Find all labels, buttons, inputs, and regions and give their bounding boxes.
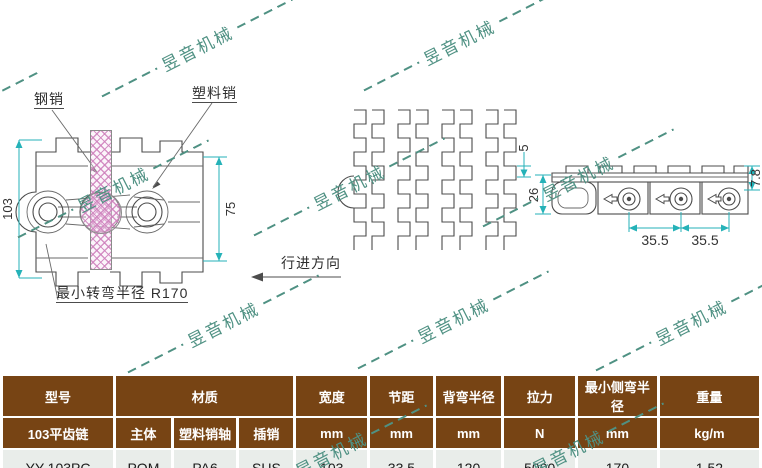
watermark-line-fragment — [0, 71, 39, 99]
watermark: 昱音机械 — [358, 0, 560, 101]
watermark-dash-icon — [357, 339, 414, 369]
watermark-dash-icon — [101, 67, 158, 97]
watermark-dash-icon — [127, 343, 184, 373]
watermark-dash-icon — [236, 0, 293, 28]
value-min-side: 170 — [578, 450, 657, 468]
unit-width: mm — [296, 418, 368, 448]
unit-pitch: mm — [370, 418, 433, 448]
dim-103: 103 — [0, 198, 15, 220]
subheader-pin: 插销 — [239, 418, 294, 448]
watermark: 昱音机械 — [12, 129, 214, 248]
table-header-row-1: 型号 材质 宽度 节距 背弯半径 拉力 最小侧弯半径 重量 — [3, 376, 759, 416]
value-weight: 1.52 — [659, 450, 759, 468]
table-data-row: YY-103PC POM PA6 SUS 103 33.5 120 5000 1… — [3, 450, 759, 468]
value-tension: 5000 — [504, 450, 576, 468]
watermark-dash-icon — [730, 272, 762, 302]
value-plastic-pin: PA6 — [173, 450, 237, 468]
watermark-text: 昱音机械 — [414, 295, 493, 348]
watermark-text: 昱音机械 — [184, 299, 263, 352]
watermark: 昱音机械 — [248, 127, 450, 246]
watermark-text: 昱音机械 — [158, 23, 237, 76]
min-turn-radius-label: 最小转弯半径 R170 — [56, 285, 189, 303]
watermark-dash-icon — [595, 341, 652, 371]
unit-min-side: mm — [578, 418, 657, 448]
value-body: POM — [116, 450, 171, 468]
header-min-side-bend-radius: 最小侧弯半径 — [578, 376, 657, 416]
watermark-dash-icon — [498, 0, 555, 22]
dim-35-5-b: 35.5 — [691, 232, 719, 248]
subheader-series: 103平齿链 — [3, 418, 114, 448]
header-width: 宽度 — [296, 376, 368, 416]
watermark-dash-icon — [388, 137, 445, 167]
steel-pin-boss-hatched — [80, 192, 122, 234]
dim-35-5-a: 35.5 — [641, 232, 669, 248]
subheader-plastic-pin: 塑料销轴 — [173, 418, 237, 448]
dim-75: 75 — [223, 201, 238, 217]
value-back-bend: 120 — [435, 450, 502, 468]
watermark: 昱音机械 — [590, 262, 762, 381]
value-pin: SUS — [239, 450, 294, 468]
value-width: 103 — [296, 450, 368, 468]
watermark: 昱音机械 — [352, 260, 554, 379]
header-back-bend-radius: 背弯半径 — [435, 376, 502, 416]
watermark-text: 昱音机械 — [420, 17, 499, 70]
subheader-body: 主体 — [116, 418, 171, 448]
travel-direction-label: 行进方向 — [281, 255, 341, 271]
watermark-dash-icon — [262, 274, 319, 304]
unit-tension: N — [504, 418, 576, 448]
dim-5: 5 — [516, 144, 531, 152]
watermark-text: 昱音机械 — [310, 162, 389, 215]
watermark-dash-icon — [253, 206, 310, 236]
header-weight: 重量 — [659, 376, 759, 416]
watermark-text: 昱音机械 — [539, 153, 618, 206]
watermark-text: 昱音机械 — [652, 297, 731, 350]
value-pitch: 33.5 — [370, 450, 433, 468]
watermark-dash-icon — [363, 61, 420, 91]
header-material: 材质 — [116, 376, 294, 416]
table-header-row-2: 103平齿链 主体 塑料销轴 插销 mm mm mm N mm kg/m — [3, 418, 759, 448]
steel-pin-label: 钢销 — [34, 91, 64, 109]
watermark-dash-icon — [17, 208, 74, 238]
watermark-dash-icon — [492, 270, 549, 300]
dim-7-8: 7.8 — [748, 168, 762, 188]
watermark-dash-icon — [152, 139, 209, 169]
watermark-dash-icon — [0, 71, 39, 99]
unit-weight: kg/m — [659, 418, 759, 448]
watermark-dash-icon — [482, 197, 539, 227]
watermark: 昱音机械 — [122, 264, 324, 383]
header-pitch: 节距 — [370, 376, 433, 416]
header-model: 型号 — [3, 376, 114, 416]
value-model: YY-103PC — [3, 450, 114, 468]
plastic-pin-label: 塑料销 — [192, 85, 237, 103]
header-tension: 拉力 — [504, 376, 576, 416]
watermark: 昱音机械 — [477, 118, 679, 237]
watermark-dash-icon — [617, 128, 674, 158]
unit-back-bend: mm — [435, 418, 502, 448]
spec-table: 型号 材质 宽度 节距 背弯半径 拉力 最小侧弯半径 重量 103平齿链 主体 … — [0, 374, 762, 468]
